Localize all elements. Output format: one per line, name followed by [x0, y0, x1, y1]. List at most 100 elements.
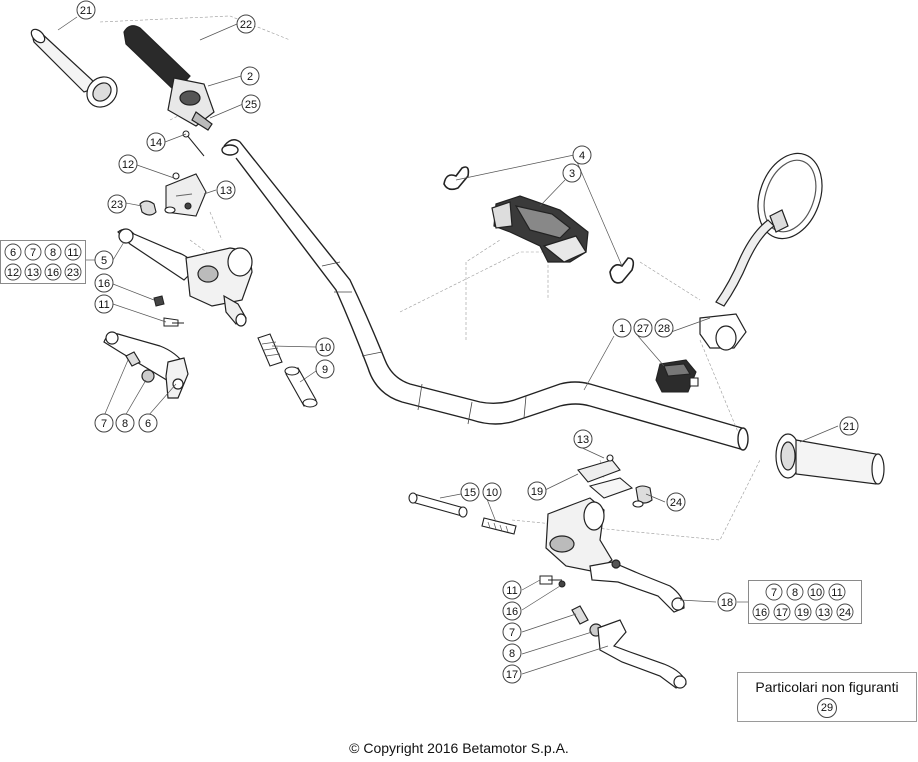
callout-9: 9: [315, 359, 335, 379]
right-grip: [775, 433, 885, 485]
svg-text:12: 12: [122, 159, 134, 171]
svg-text:16: 16: [506, 606, 518, 618]
pivot-pin-right: [408, 492, 517, 535]
svg-text:1: 1: [619, 323, 625, 335]
callout-12: 12: [118, 154, 138, 174]
callout-10-right: 10: [482, 482, 502, 502]
svg-text:10: 10: [486, 487, 498, 499]
svg-text:5: 5: [101, 255, 107, 267]
svg-text:17: 17: [506, 669, 518, 681]
callout-28: 28: [654, 318, 674, 338]
svg-text:9: 9: [322, 364, 328, 376]
svg-text:21: 21: [80, 5, 92, 17]
svg-text:3: 3: [569, 168, 575, 180]
legend-right-item: 10: [810, 587, 822, 599]
callout-11-left: 11: [94, 294, 114, 314]
leader-lines: [99, 15, 761, 541]
legend-left-item: 16: [47, 267, 59, 279]
left-fasteners: [153, 295, 184, 327]
svg-text:10: 10: [319, 342, 331, 354]
legend-left-item: 8: [50, 247, 56, 259]
callout-22: 22: [236, 14, 256, 34]
handlebar-clamp: [491, 195, 589, 263]
svg-text:14: 14: [150, 137, 162, 149]
legend-left-item: 11: [67, 247, 78, 259]
throttle-grip: [123, 25, 215, 131]
svg-text:27: 27: [637, 323, 649, 335]
legend-right-item: 24: [839, 607, 851, 619]
callout-27: 27: [633, 318, 653, 338]
callout-3: 3: [562, 163, 582, 183]
svg-text:24: 24: [670, 497, 682, 509]
mirror: [699, 152, 823, 351]
parts-not-shown-title: Particolari non figuranti: [755, 679, 899, 695]
handlebar: [221, 139, 749, 451]
callout-23: 23: [107, 194, 127, 214]
svg-text:8: 8: [122, 418, 128, 430]
callout-16-right: 16: [502, 601, 522, 621]
legend-right-item: 8: [792, 587, 798, 599]
svg-text:4: 4: [579, 150, 585, 162]
callout-14: 14: [146, 132, 166, 152]
callout-6-left: 6: [138, 413, 158, 433]
left-grip: [30, 28, 118, 108]
copyright-notice: © Copyright 2016 Betamotor S.p.A.: [349, 740, 569, 756]
callout-25: 25: [241, 94, 261, 114]
svg-text:16: 16: [98, 278, 110, 290]
u-bolt-top: [443, 166, 470, 191]
clutch-kit-legend: 6 7 8 11 12 13 16 23: [0, 240, 86, 284]
callout-21-left: 21: [76, 0, 96, 20]
svg-text:7: 7: [101, 418, 107, 430]
callout-1: 1: [612, 318, 632, 338]
callout-11-right: 11: [502, 580, 522, 600]
clutch-reservoir-cover: [139, 172, 207, 217]
callout-5: 5: [94, 250, 114, 270]
callout-13-left: 13: [216, 180, 236, 200]
callout-17: 17: [502, 664, 522, 684]
callout-10-left: 10: [315, 337, 335, 357]
callout-15: 15: [460, 482, 480, 502]
legend-left-item: 6: [10, 247, 16, 259]
callout-21-right: 21: [839, 416, 859, 436]
callout-8-left: 8: [115, 413, 135, 433]
parts-not-shown-number: 29: [817, 698, 837, 718]
clutch-assembly: [117, 228, 253, 327]
pivot-pin-left: [257, 333, 318, 408]
callout-7-left: 7: [94, 413, 114, 433]
clutch-lever-lower: [103, 331, 189, 399]
brake-reservoir-cover: [577, 454, 653, 508]
callout-2: 2: [240, 66, 260, 86]
legend-right-item: 16: [755, 607, 767, 619]
svg-text:23: 23: [111, 199, 123, 211]
brake-lever-lower: [571, 605, 687, 689]
svg-text:22: 22: [240, 19, 252, 31]
svg-text:13: 13: [220, 185, 232, 197]
svg-text:28: 28: [658, 323, 670, 335]
legend-left-item: 23: [67, 267, 79, 279]
screw-14: [182, 130, 205, 157]
svg-text:8: 8: [509, 648, 515, 660]
legend-right-item: 17: [776, 607, 788, 619]
legend-left-item: 7: [30, 247, 36, 259]
svg-text:25: 25: [245, 99, 257, 111]
svg-text:15: 15: [464, 487, 476, 499]
legend-left-item: 12: [7, 267, 19, 279]
parts-not-shown-box: Particolari non figuranti 29: [737, 672, 917, 722]
svg-text:11: 11: [506, 585, 517, 597]
callout-leaders: [57, 16, 839, 675]
svg-text:21: 21: [843, 421, 855, 433]
callout-19: 19: [527, 481, 547, 501]
svg-text:13: 13: [577, 434, 589, 446]
legend-right-item: 13: [818, 607, 830, 619]
callout-7-right: 7: [502, 622, 522, 642]
callout-8-right: 8: [502, 643, 522, 663]
callout-4: 4: [572, 145, 592, 165]
legend-right-item: 7: [771, 587, 777, 599]
callout-13-right: 13: [573, 429, 593, 449]
legend-right-item: 11: [831, 587, 842, 599]
svg-text:7: 7: [509, 627, 515, 639]
svg-text:18: 18: [721, 597, 733, 609]
legend-left-item: 13: [27, 267, 39, 279]
callout-16-left: 16: [94, 273, 114, 293]
